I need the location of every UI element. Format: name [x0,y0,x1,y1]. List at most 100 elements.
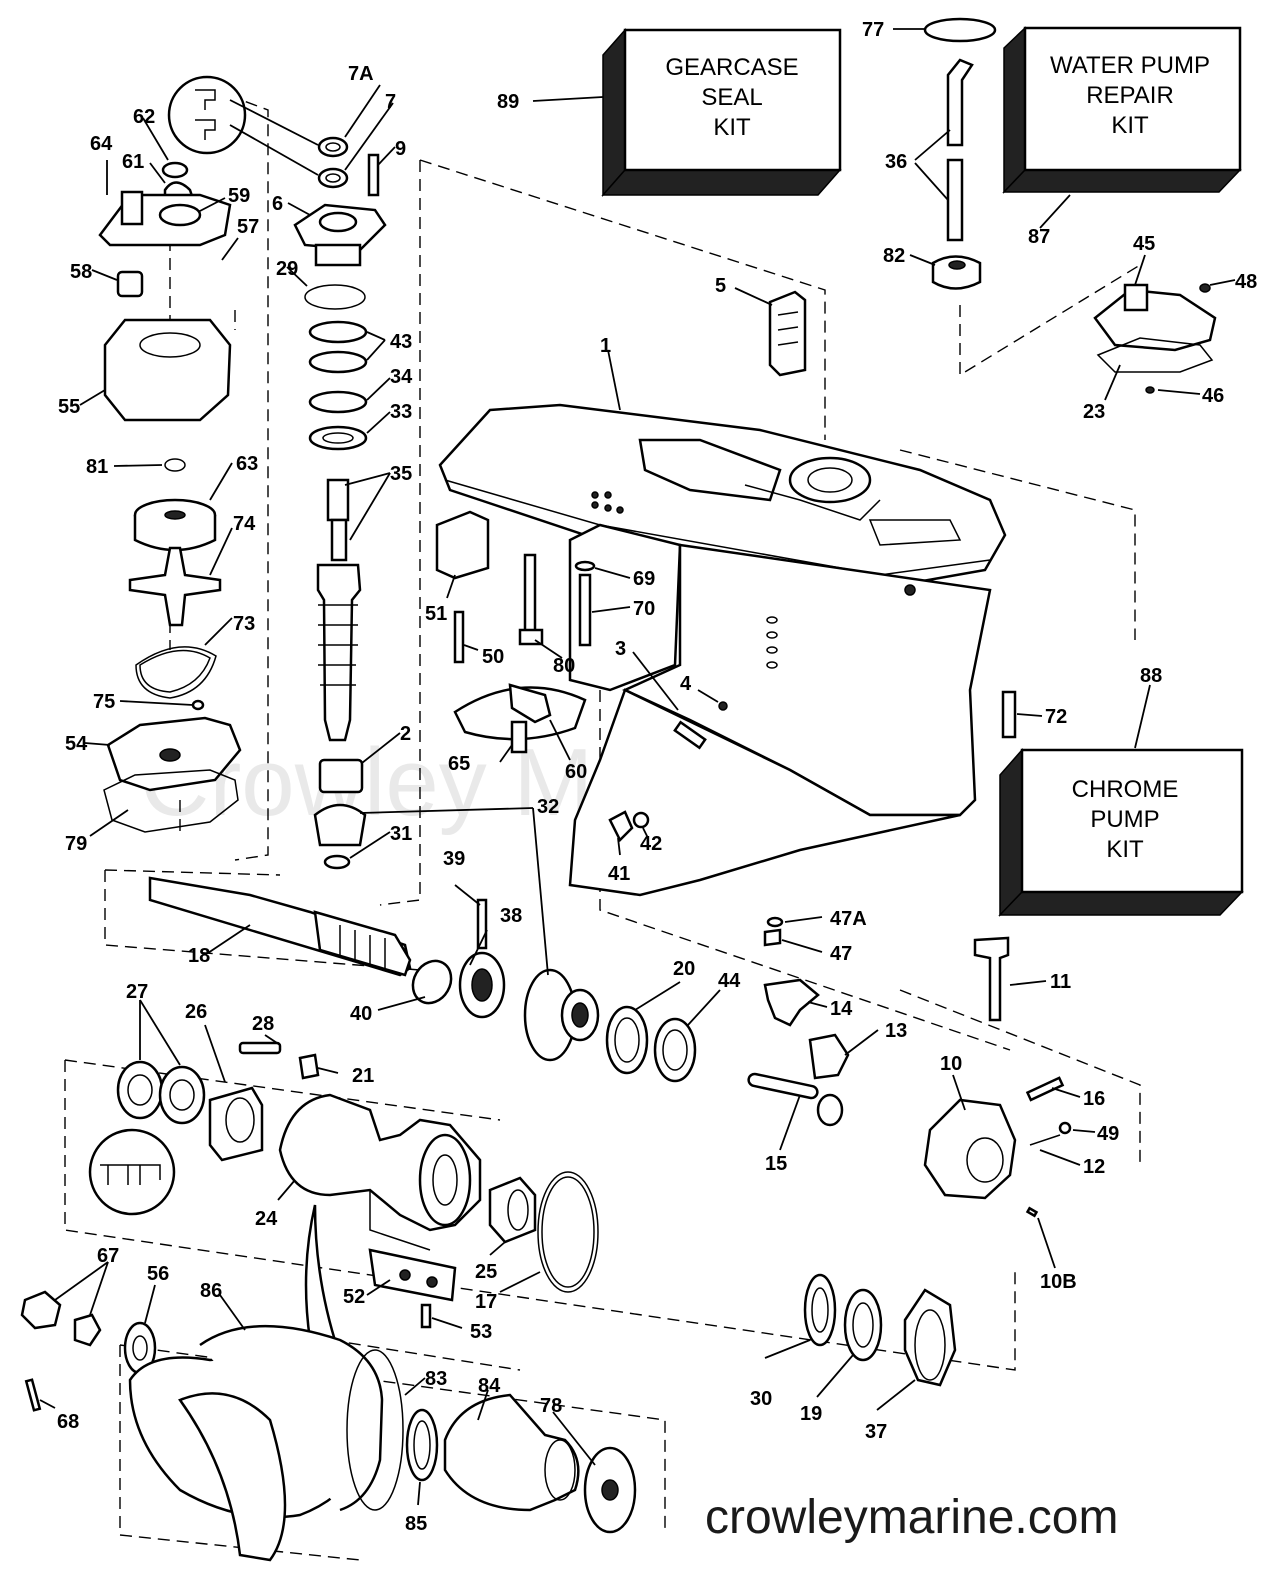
gearcase-kit-line1: GEARCASE [665,54,798,81]
callout-13: 13 [885,1020,907,1042]
chrome-kit-line1: CHROME [1072,776,1179,803]
callout-20: 20 [673,958,695,980]
callout-79: 79 [65,833,87,855]
callout-75: 75 [93,691,115,713]
callout-17: 17 [475,1291,497,1313]
callout-29: 29 [276,258,298,280]
bearing-carrier-row-drawing [88,1041,957,1387]
callout-63: 63 [236,453,258,475]
callout-50: 50 [482,646,504,668]
callout-10b: 10B [1040,1271,1077,1293]
callout-3: 3 [615,638,626,660]
callout-48: 48 [1235,271,1257,293]
callout-73: 73 [233,613,255,635]
waterpump-kit-line3: KIT [1111,112,1149,139]
callout-56: 56 [147,1263,169,1285]
chrome-kit-line3: KIT [1106,836,1144,863]
callout-4: 4 [680,673,692,695]
callout-54: 54 [65,733,88,755]
callout-62: 62 [133,106,155,128]
callout-84: 84 [478,1375,501,1397]
callout-58: 58 [70,261,92,283]
driveshaft-stack-drawing [293,136,387,870]
callout-52: 52 [343,1286,365,1308]
callout-53: 53 [470,1321,492,1343]
callout-87: 87 [1028,226,1050,248]
callout-26: 26 [185,1001,207,1023]
callout-57: 57 [237,216,259,238]
callout-19: 19 [800,1403,822,1425]
callout-61: 61 [122,151,144,173]
callout-41: 41 [608,863,630,885]
callout-67: 67 [97,1245,119,1267]
callout-39: 39 [443,848,465,870]
callout-18: 18 [188,945,210,967]
upper-small-parts-drawing [768,17,1217,394]
callout-45: 45 [1133,233,1155,255]
callout-44: 44 [718,970,741,992]
callout-70: 70 [633,598,655,620]
prop-shaft-gear-row-drawing [148,876,1072,1218]
callout-59: 59 [228,185,250,207]
callout-74: 74 [233,513,256,535]
callout-24: 24 [255,1208,278,1230]
callout-32: 32 [537,796,559,818]
callout-35: 35 [390,463,412,485]
callout-16: 16 [1083,1088,1105,1110]
callout-82: 82 [883,245,905,267]
gearcase-seal-kit-box: GEARCASE SEAL KIT [601,28,842,197]
callout-55: 55 [58,396,80,418]
callout-89: 89 [497,91,519,113]
callout-80: 80 [553,655,575,677]
callout-68: 68 [57,1411,79,1433]
callout-69: 69 [633,568,655,590]
callout-78: 78 [540,1395,562,1417]
leader-lines [39,28,1236,1506]
callout-10: 10 [940,1053,962,1075]
callout-72: 72 [1045,706,1067,728]
callout-34: 34 [390,366,413,388]
callout-33: 33 [390,401,412,423]
callout-7: 7 [385,91,396,113]
callout-12: 12 [1083,1156,1105,1178]
water-pump-assembly-drawing [98,75,319,833]
callout-49: 49 [1097,1123,1119,1145]
callout-46: 46 [1202,385,1224,407]
callout-2: 2 [400,723,411,745]
callout-1: 1 [600,335,611,357]
callout-23: 23 [1083,401,1105,423]
callout-30: 30 [750,1388,772,1410]
dashed-guide-lines [64,94,1141,1561]
callout-47: 47 [830,943,852,965]
site-credit: crowleymarine.com [705,1491,1118,1544]
callout-6: 6 [272,193,283,215]
callout-77: 77 [862,19,884,41]
callout-38: 38 [500,905,522,927]
callout-15: 15 [765,1153,787,1175]
callout-31: 31 [390,823,412,845]
callout-40: 40 [350,1003,372,1025]
callout-43: 43 [390,331,412,353]
callout-7a: 7A [348,63,374,85]
callout-83: 83 [425,1368,447,1390]
callout-14: 14 [830,998,853,1020]
callout-60: 60 [565,761,587,783]
callout-11: 11 [1050,971,1071,993]
callout-27: 27 [126,981,148,1003]
gearcase-kit-line2: SEAL [701,84,762,111]
gearcase-kit-line3: KIT [713,114,751,141]
callout-86: 86 [200,1280,222,1302]
chrome-pump-kit-box: CHROME PUMP KIT [998,748,1244,917]
water-pump-repair-kit-box: WATER PUMP REPAIR KIT [1002,26,1242,194]
callout-21: 21 [352,1065,374,1087]
callout-25: 25 [475,1261,497,1283]
callout-36: 36 [885,151,907,173]
waterpump-kit-line2: REPAIR [1086,82,1174,109]
callout-65: 65 [448,753,470,775]
callout-labels: 1 2 3 4 5 6 7 7A 9 10 10B 11 12 13 14 15… [57,19,1257,1535]
waterpump-kit-line1: WATER PUMP [1050,52,1210,79]
callout-9: 9 [395,138,406,160]
callout-42: 42 [640,833,662,855]
callout-37: 37 [865,1421,887,1443]
